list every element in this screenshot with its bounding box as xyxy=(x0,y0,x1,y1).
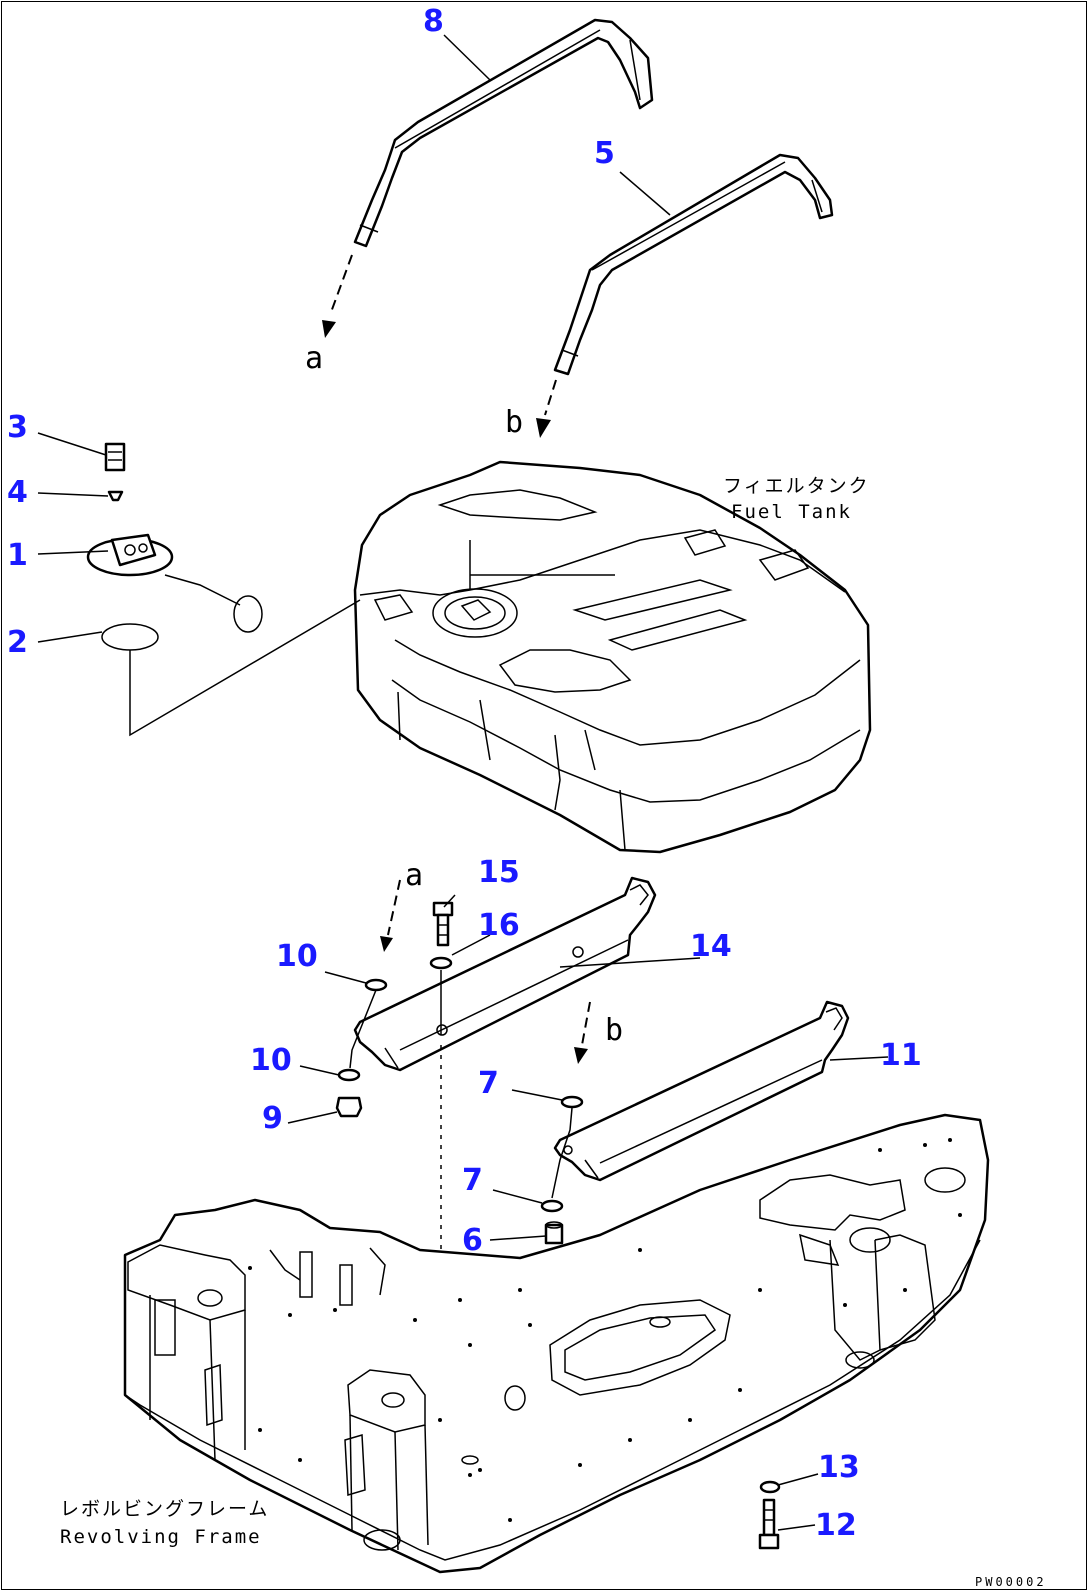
callout-2[interactable]: 2 xyxy=(7,625,28,660)
gauge-assembly xyxy=(86,442,263,651)
callout-12[interactable]: 12 xyxy=(815,1508,857,1543)
nut-9 xyxy=(335,1096,363,1118)
washer-7a xyxy=(560,1095,584,1109)
callout-10b[interactable]: 10 xyxy=(250,1043,292,1078)
fuel-tank xyxy=(353,460,872,854)
revolving-frame xyxy=(123,1113,990,1574)
drawing-code: PW00002 xyxy=(975,1575,1047,1589)
callout-5[interactable]: 5 xyxy=(594,136,615,171)
collar-6 xyxy=(544,1223,564,1245)
strap-5 xyxy=(553,153,834,376)
callout-15[interactable]: 15 xyxy=(478,855,520,890)
callout-1[interactable]: 1 xyxy=(7,538,28,573)
ref-letter-a-top: a xyxy=(305,341,323,376)
callout-7a[interactable]: 7 xyxy=(478,1066,499,1101)
callout-3[interactable]: 3 xyxy=(7,410,28,445)
callout-16[interactable]: 16 xyxy=(478,908,520,943)
washer-10b xyxy=(337,1068,361,1082)
callout-11[interactable]: 11 xyxy=(880,1038,922,1073)
callout-9[interactable]: 9 xyxy=(262,1101,283,1136)
ref-letter-a-mid: a xyxy=(405,858,423,893)
bolt-12 xyxy=(758,1498,780,1550)
callout-7b[interactable]: 7 xyxy=(462,1163,483,1198)
washer-16 xyxy=(429,956,453,970)
callout-8[interactable]: 8 xyxy=(423,4,444,39)
ref-letter-b-top: b xyxy=(505,405,523,440)
fuel-tank-label-en: Fuel Tank xyxy=(731,501,852,523)
ref-letter-b-mid: b xyxy=(605,1013,623,1048)
bracket-14 xyxy=(353,876,657,1072)
callout-4[interactable]: 4 xyxy=(7,475,28,510)
frame-label-en: Revolving Frame xyxy=(60,1526,262,1548)
washer-13 xyxy=(759,1480,781,1494)
washer-10a xyxy=(364,978,388,992)
callout-10a[interactable]: 10 xyxy=(276,939,318,974)
callout-14[interactable]: 14 xyxy=(690,929,732,964)
frame-label-jp: レボルビングフレーム xyxy=(60,1498,269,1520)
callout-6[interactable]: 6 xyxy=(462,1223,483,1258)
bracket-11 xyxy=(553,1000,850,1182)
fuel-tank-label-jp: フィエルタンク xyxy=(723,475,870,497)
callout-13[interactable]: 13 xyxy=(818,1450,860,1485)
bolt-15 xyxy=(432,901,454,947)
strap-8 xyxy=(353,18,654,248)
leader-lines xyxy=(37,34,889,1531)
washer-7b xyxy=(540,1199,564,1213)
